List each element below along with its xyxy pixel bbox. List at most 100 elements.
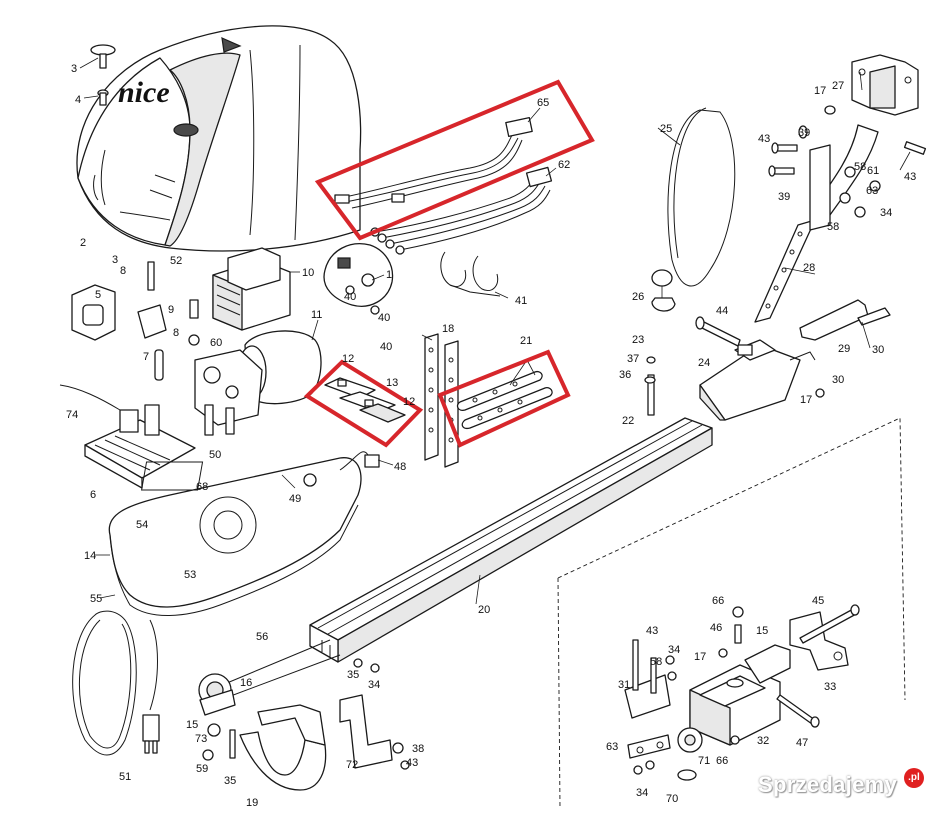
label-34d: 34 <box>636 787 648 799</box>
arm-28 <box>754 219 816 323</box>
highlight-wiring-harness <box>314 79 595 241</box>
highlight-chain-links <box>437 349 571 448</box>
motor <box>194 330 322 436</box>
label-40b: 40 <box>378 312 390 324</box>
label-50: 50 <box>209 449 221 461</box>
bracket-29 <box>799 299 891 341</box>
label-2: 2 <box>80 237 86 249</box>
label-43b: 43 <box>758 133 770 145</box>
label-45: 45 <box>812 595 824 607</box>
label-5: 5 <box>95 289 101 301</box>
motor-cover <box>76 25 362 252</box>
part-labels: 65 62 3 4 2 3 8 52 5 9 8 60 7 74 6 50 68… <box>66 63 916 809</box>
label-37: 37 <box>627 353 639 365</box>
label-24: 24 <box>698 357 710 369</box>
relay-module <box>324 377 406 423</box>
highlight-relay-module <box>303 359 424 448</box>
label-38: 38 <box>412 743 424 755</box>
label-34b: 34 <box>880 207 892 219</box>
label-17b: 17 <box>814 85 826 97</box>
wiring-harness-65 <box>334 117 533 209</box>
label-36: 36 <box>619 369 631 381</box>
label-59: 59 <box>196 763 208 775</box>
transformer <box>212 247 300 331</box>
label-11: 11 <box>311 309 322 321</box>
label-19: 19 <box>246 797 258 809</box>
label-44: 44 <box>716 305 728 317</box>
label-53: 53 <box>184 569 196 581</box>
label-31: 31 <box>618 679 630 691</box>
label-47: 47 <box>796 737 808 749</box>
label-13: 13 <box>386 377 398 389</box>
label-46: 46 <box>710 622 722 634</box>
label-3: 3 <box>71 63 77 75</box>
release-cord <box>651 107 736 312</box>
label-30b: 30 <box>872 344 884 356</box>
label-1: 1 <box>386 269 392 281</box>
label-18: 18 <box>442 323 454 335</box>
label-63b: 63 <box>606 741 618 753</box>
label-15a: 15 <box>186 719 198 731</box>
watermark-text: Sprzedajemy <box>758 772 898 797</box>
bracket-31 <box>624 639 677 719</box>
label-58b: 58 <box>827 221 839 233</box>
inset-pulley <box>677 606 744 781</box>
label-9: 9 <box>168 304 174 316</box>
chain-links <box>456 370 553 430</box>
label-39b: 39 <box>778 191 790 203</box>
bracket-19 <box>239 704 327 791</box>
label-66b: 66 <box>716 755 728 767</box>
label-55: 55 <box>90 593 102 605</box>
label-26: 26 <box>632 291 644 303</box>
label-14: 14 <box>84 550 96 562</box>
plate-39 <box>809 144 831 231</box>
label-63: 63 <box>866 185 878 197</box>
bracket-72 <box>339 694 393 769</box>
label-56: 56 <box>256 631 268 643</box>
base-plate <box>108 457 362 616</box>
label-34a: 34 <box>368 679 380 691</box>
carriage <box>699 339 816 421</box>
label-12b: 12 <box>403 396 415 408</box>
pulley-assembly <box>198 673 236 761</box>
drive-belt <box>214 639 341 701</box>
label-27: 27 <box>832 80 844 92</box>
label-72: 72 <box>346 759 358 771</box>
label-52: 52 <box>170 255 182 267</box>
label-49: 49 <box>289 493 301 505</box>
cover-screw <box>79 44 116 106</box>
label-73: 73 <box>195 733 207 745</box>
control-board <box>59 384 196 489</box>
label-43c: 43 <box>904 171 916 183</box>
label-30a: 30 <box>832 374 844 386</box>
label-68: 68 <box>196 481 208 493</box>
label-8: 8 <box>120 265 126 277</box>
label-40c: 40 <box>380 341 392 353</box>
small-components-left <box>71 261 200 381</box>
inset-frame <box>557 417 906 809</box>
rail-fasteners <box>353 658 410 770</box>
inset-bolts <box>776 604 860 728</box>
label-58a: 58 <box>854 161 866 173</box>
label-6: 6 <box>90 489 96 501</box>
label-71: 71 <box>698 755 710 767</box>
label-60: 60 <box>210 337 222 349</box>
label-33: 33 <box>824 681 836 693</box>
watermark-tld-badge: .pl <box>904 768 924 788</box>
label-12a: 12 <box>342 353 354 365</box>
power-cable <box>72 610 160 756</box>
label-65: 65 <box>537 97 549 109</box>
wiring-harness-62 <box>370 166 553 255</box>
label-25: 25 <box>660 123 672 135</box>
label-54: 54 <box>136 519 148 531</box>
label-74: 74 <box>66 409 78 421</box>
label-7: 7 <box>143 351 149 363</box>
bracket-33 <box>789 611 849 671</box>
label-62: 62 <box>558 159 570 171</box>
plate-63 <box>627 734 671 775</box>
label-29: 29 <box>838 343 850 355</box>
bracket-fasteners <box>768 105 927 398</box>
power-connector <box>339 451 380 471</box>
label-8b: 8 <box>173 327 179 339</box>
